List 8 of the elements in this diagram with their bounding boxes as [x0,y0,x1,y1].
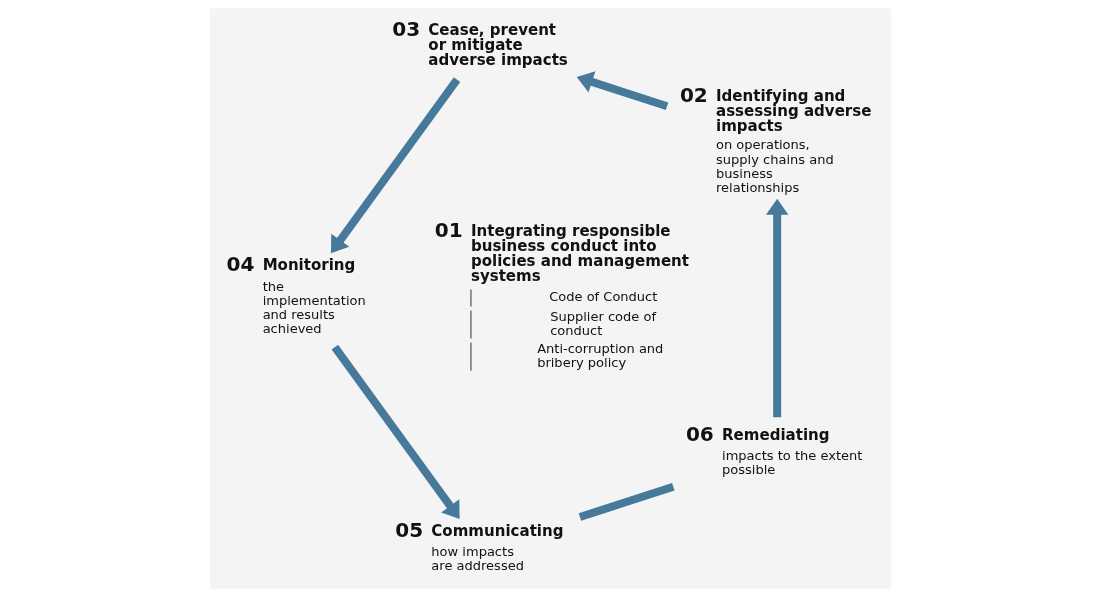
connector [578,482,675,521]
arrow [765,198,788,418]
arrow [330,77,460,254]
arrow [576,71,668,111]
arrow [331,344,460,519]
node-text: 06 Remediating impacts to the extent possible [685,421,862,478]
node-text: 05 Communicating how impacts are addressed [394,517,563,574]
node-text: 04 Monitoring the implementation and results achieved [226,252,366,336]
